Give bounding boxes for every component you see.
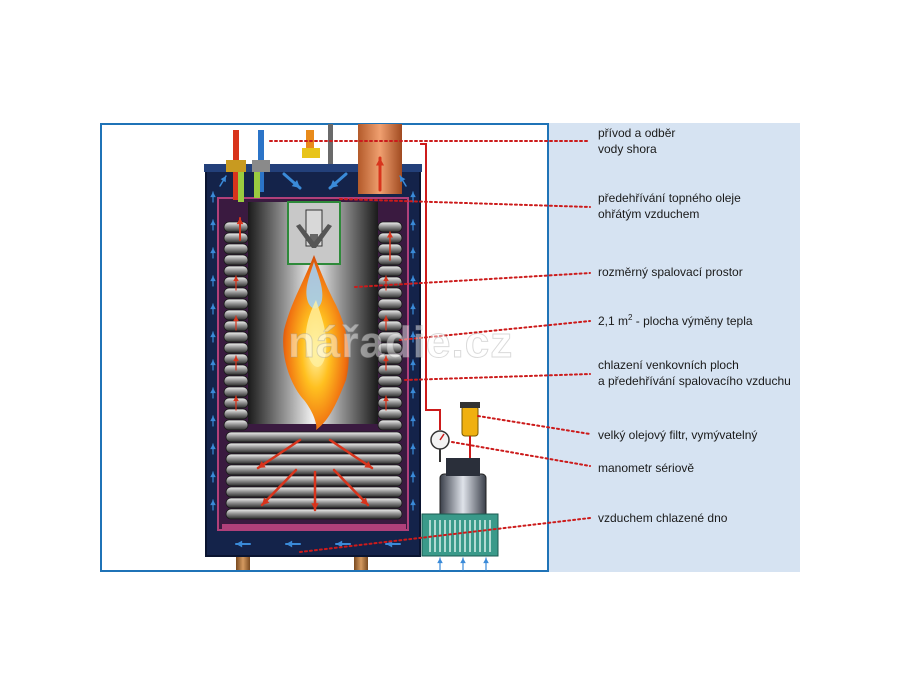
coil-loop [224, 332, 248, 342]
coil-loop [378, 299, 402, 309]
label-area-prefix: 2,1 m [598, 314, 628, 328]
coil-loop [224, 255, 248, 265]
coil-loop [226, 432, 402, 442]
label-oil-preheat: předehřívání topného oleje ohřátým vzduc… [598, 190, 741, 222]
coil-loop [378, 420, 402, 430]
watermark: nářadie.cz [288, 318, 513, 368]
coil-loop [224, 233, 248, 243]
coil-loop [226, 443, 402, 453]
label-water: přívod a odběr vody shora [598, 125, 675, 157]
coil-loop [224, 299, 248, 309]
label-chamber: rozměrný spalovací prostor [598, 264, 743, 280]
coil-loop [378, 288, 402, 298]
coil-loop [378, 376, 402, 386]
coil-loop [224, 222, 248, 232]
green-pipe-b [254, 172, 260, 198]
oil-filter-icon [460, 402, 480, 436]
coil-loop [378, 387, 402, 397]
coil-loop [378, 266, 402, 276]
coil-loop [378, 398, 402, 408]
coil-loop [226, 454, 402, 464]
label-cooling: chlazení venkovních ploch a předehřívání… [598, 357, 791, 389]
chimney-stub [328, 124, 333, 164]
pump-head [446, 458, 480, 476]
label-area-suffix: - plocha výměny tepla [632, 314, 752, 328]
coil-loop [378, 409, 402, 419]
fuel-connector [302, 148, 320, 158]
fitting-left [226, 160, 246, 172]
coil-loop [224, 244, 248, 254]
pump-motor [440, 474, 486, 518]
fitting-mid [252, 160, 270, 172]
label-filter: velký olejový filtr, vymývatelný [598, 427, 757, 443]
coil-loop [224, 343, 248, 353]
coil-loop [224, 376, 248, 386]
green-pipe-a [238, 172, 244, 202]
coil-loop [224, 266, 248, 276]
label-bottom: vzduchem chlazené dno [598, 510, 727, 526]
label-gauge: manometr sériově [598, 460, 694, 476]
bottom-liner [222, 524, 406, 529]
coil-loop [378, 222, 402, 232]
label-area: 2,1 m2 - plocha výměny tepla [598, 310, 753, 329]
coil-loop [224, 420, 248, 430]
